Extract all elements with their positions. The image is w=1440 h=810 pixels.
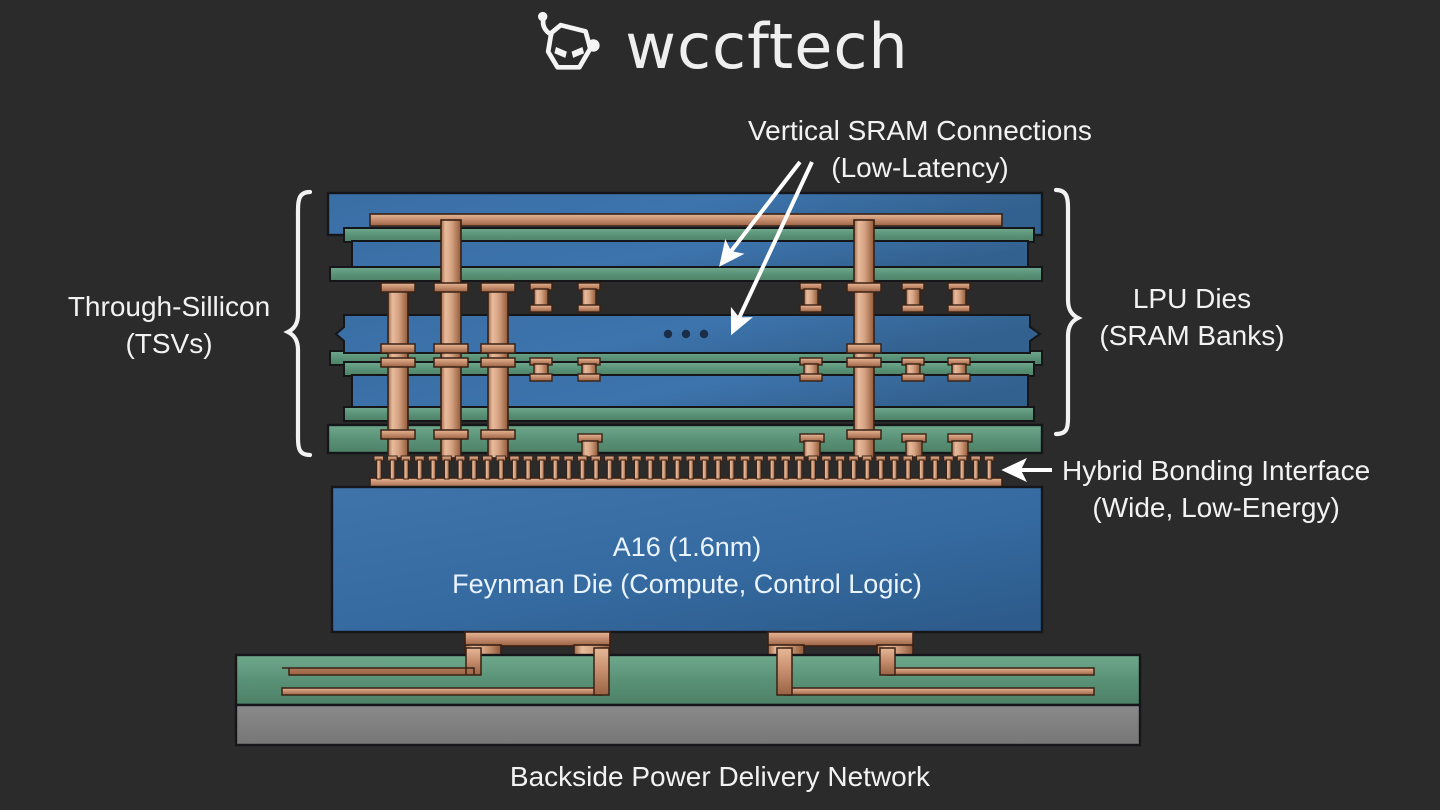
backside-power-base: [234, 703, 1142, 747]
feynman-die: [330, 485, 1044, 634]
tsv-pillar: [480, 282, 516, 459]
sram-callout-arrows: [719, 160, 814, 336]
label-lpu-dies: LPU Dies (SRAM Banks): [1092, 280, 1292, 354]
continuation-dots: [663, 329, 709, 339]
label-line-1: Through-Sillicon: [67, 291, 271, 322]
package-substrate: [234, 647, 1142, 707]
label-line-1: LPU Dies: [1132, 283, 1252, 314]
feynman-die-label: A16 (1.6nm) Feynman Die (Compute, Contro…: [332, 529, 1042, 604]
tsv-brace: [283, 189, 313, 458]
die-line-2: Feynman Die (Compute, Control Logic): [452, 569, 922, 600]
label-hybrid-bonding-interface: Hybrid Bonding Interface (Wide, Low-Ener…: [1062, 452, 1370, 526]
label-line-2: (TSVs): [125, 328, 213, 360]
label-line-1: Hybrid Bonding Interface: [1062, 455, 1371, 486]
microbump-array: [373, 455, 995, 480]
hybrid-bonding-interface: [369, 455, 1003, 489]
die-line-1: A16 (1.6nm): [612, 532, 762, 562]
label-line-2: (Wide, Low-Energy): [1092, 492, 1340, 524]
label-line-2: (Low-Latency): [831, 152, 1009, 184]
lpu-brace: [1053, 187, 1083, 437]
label-vertical-sram-connections: Vertical SRAM Connections (Low-Latency): [748, 112, 1092, 186]
label-line-2: (SRAM Banks): [1099, 320, 1285, 352]
label-backside-power-delivery-network: Backside Power Delivery Network: [509, 761, 931, 792]
label-through-silicon-vias: Through-Sillicon (TSVs): [40, 288, 298, 362]
lpu-die-stack: [326, 227, 1044, 455]
label-line-1: Vertical SRAM Connections: [748, 115, 1092, 146]
tsv-pillar: [380, 282, 416, 459]
inter-die-microbumps: [529, 282, 973, 458]
through-silicon-vias: [380, 219, 882, 459]
